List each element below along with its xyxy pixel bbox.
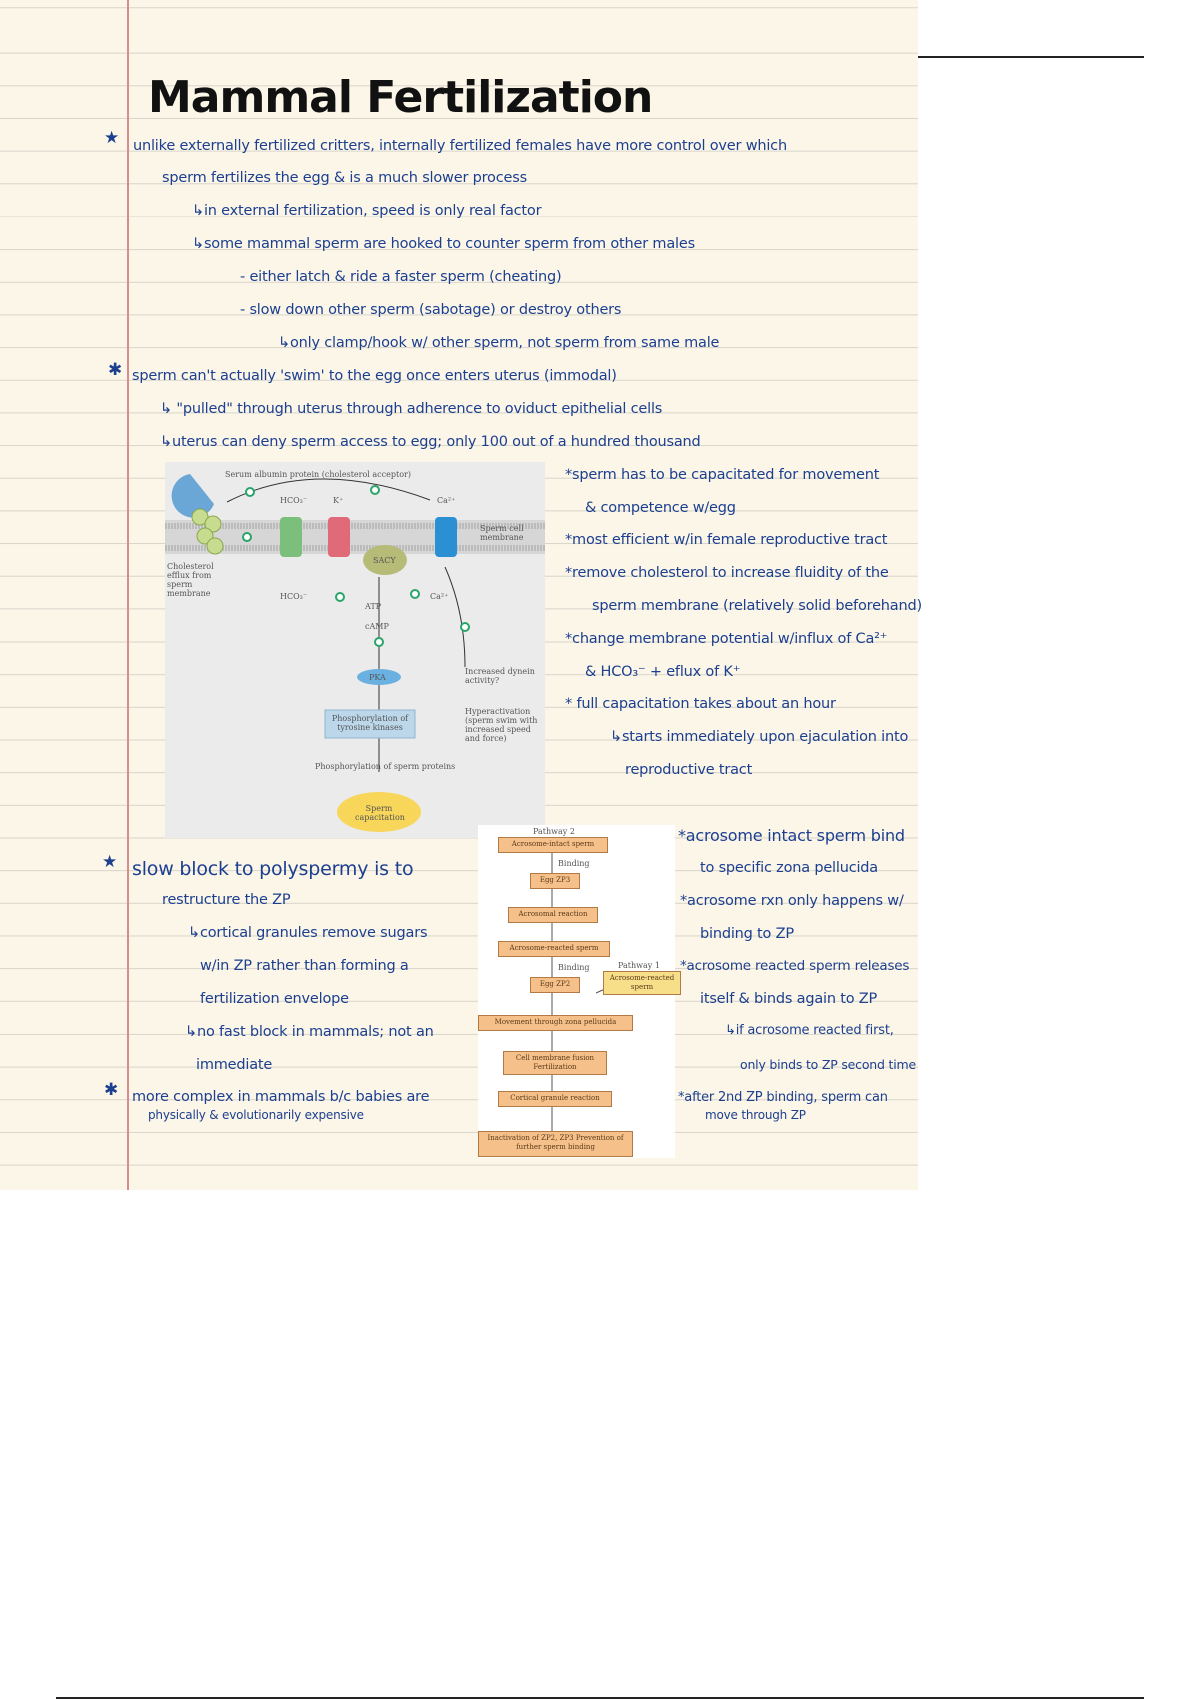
note-line: move through ZP [705, 1108, 806, 1122]
flow-step: Egg ZP2 [530, 977, 580, 993]
note-line: unlike externally fertilized critters, i… [133, 138, 787, 154]
note-line: ↳cortical granules remove sugars [188, 925, 428, 941]
note-line: fertilization envelope [200, 991, 349, 1007]
label: Sperm capacitation [355, 804, 405, 822]
star-icon: ✱ [104, 1080, 119, 1100]
note-line: sperm membrane (relatively solid beforeh… [592, 598, 922, 614]
label: Sperm cell membrane [480, 524, 524, 542]
note-line: sperm can't actually 'swim' to the egg o… [132, 368, 617, 384]
flow-step: Cell membrane fusion Fertilization [503, 1051, 607, 1075]
label: Pathway 2 [533, 827, 575, 836]
star-icon: ✱ [108, 360, 123, 380]
note-line: only binds to ZP second time [740, 1057, 916, 1072]
note-line: *sperm has to be capacitated for movemen… [565, 467, 880, 483]
note-line: - slow down other sperm (sabotage) or de… [240, 302, 622, 318]
note-line: binding to ZP [700, 926, 794, 942]
acrosome-pathway-flowchart: Pathway 2 Acrosome-intact sperm Binding … [478, 825, 681, 1158]
flow-step: Acrosome-reacted sperm [498, 941, 610, 957]
label: Phosphorylation of tyrosine kinases [331, 714, 409, 732]
flow-step: Acrosome-reacted sperm [603, 971, 681, 995]
flow-step: Acrosome-intact sperm [498, 837, 608, 853]
note-line: ↳in external fertilization, speed is onl… [192, 203, 542, 219]
star-icon: ★ [102, 852, 118, 872]
label: Ca²⁺ [430, 592, 449, 601]
label: Binding [558, 859, 590, 868]
note-line: immediate [196, 1057, 273, 1073]
note-line: ↳only clamp/hook w/ other sperm, not spe… [278, 335, 720, 351]
divider [56, 1697, 1144, 1699]
divider [918, 56, 1144, 58]
flow-step: Inactivation of ZP2, ZP3 Prevention of f… [478, 1131, 633, 1157]
note-line: ↳no fast block in mammals; not an [185, 1024, 434, 1040]
note-line: restructure the ZP [162, 892, 291, 908]
note-line: sperm fertilizes the egg & is a much slo… [162, 170, 527, 186]
label: PKA [369, 673, 386, 682]
note-line: more complex in mammals b/c babies are [132, 1089, 430, 1105]
flow-step: Acrosomal reaction [508, 907, 598, 923]
note-line: & HCO₃⁻ + eflux of K⁺ [585, 664, 741, 680]
note-line: *remove cholesterol to increase fluidity… [565, 565, 889, 581]
note-line: slow block to polyspermy is to [132, 858, 414, 880]
label: cAMP [365, 622, 389, 631]
label: Cholesterol efflux from sperm membrane [167, 562, 214, 598]
label: SACY [373, 556, 396, 565]
note-line: ↳some mammal sperm are hooked to counter… [192, 236, 695, 252]
note-line: reproductive tract [625, 762, 753, 778]
note-line: *after 2nd ZP binding, sperm can [678, 1090, 888, 1105]
flow-step: Egg ZP3 [530, 873, 580, 889]
note-line: ↳ "pulled" through uterus through adhere… [160, 401, 663, 417]
page-title: Mammal Fertilization [148, 72, 653, 123]
label: Serum albumin protein (cholesterol accep… [225, 470, 411, 479]
label: HCO₃⁻ [280, 592, 308, 601]
notebook-page: Mammal Fertilization ★ unlike externally… [0, 0, 922, 1190]
note-line: *acrosome reacted sperm releases [680, 958, 910, 974]
margin-line [127, 0, 129, 1190]
label: Ca²⁺ [437, 496, 456, 505]
flow-step: Cortical granule reaction [498, 1091, 612, 1107]
flow-step: Movement through zona pellucida [478, 1015, 633, 1031]
note-line: *acrosome rxn only happens w/ [680, 893, 904, 909]
note-line: w/in ZP rather than forming a [200, 958, 409, 974]
capacitation-diagram: Serum albumin protein (cholesterol accep… [165, 462, 545, 838]
note-line: *change membrane potential w/influx of C… [565, 631, 888, 647]
note-line: ↳starts immediately upon ejaculation int… [610, 729, 909, 745]
label: Phosphorylation of sperm proteins [315, 762, 456, 771]
label: Increased dynein activity? [465, 667, 535, 685]
label: ATP [365, 602, 382, 611]
note-line: ↳if acrosome reacted first, [725, 1023, 894, 1038]
note-line: physically & evolutionarily expensive [148, 1108, 364, 1122]
note-line: & competence w/egg [585, 500, 736, 516]
note-line: *acrosome intact sperm bind [678, 826, 905, 845]
label: K⁺ [333, 496, 344, 505]
note-line: * full capacitation takes about an hour [565, 696, 836, 712]
note-line: ↳uterus can deny sperm access to egg; on… [160, 434, 701, 450]
label: Binding [558, 963, 590, 972]
note-line: to specific zona pellucida [700, 860, 878, 876]
label: Pathway 1 [618, 961, 660, 970]
star-icon: ★ [104, 128, 120, 148]
label: Hyperactivation (sperm swim with increas… [465, 707, 538, 743]
label: HCO₃⁻ [280, 496, 308, 505]
note-line: itself & binds again to ZP [700, 991, 878, 1007]
note-line: - either latch & ride a faster sperm (ch… [240, 269, 562, 285]
note-line: *most efficient w/in female reproductive… [565, 532, 888, 548]
